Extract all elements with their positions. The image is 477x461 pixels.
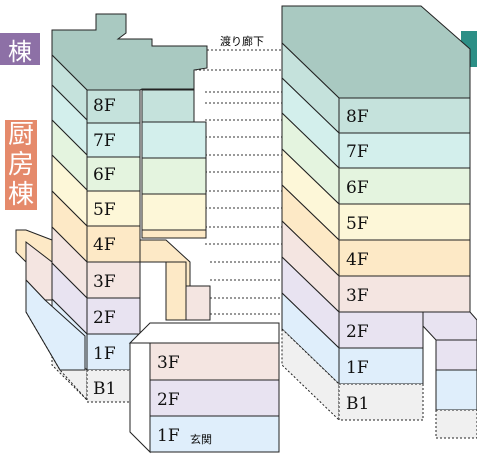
right-floor-3f: 3F [346,286,369,306]
right-floor-4f: 4F [346,250,369,270]
kitchen-label-char-3: 棟 [5,180,37,210]
right-building [281,5,477,439]
annex-floor-2f: 2F [157,390,180,410]
right-floor-2f: 2F [346,322,369,342]
left-floor-7f: 7F [93,131,116,151]
kitchen-label-char-1: 厨 [5,120,37,150]
right-floor-8f: 8F [346,107,369,127]
left-floor-8f: 8F [93,96,116,116]
right-floor-1f: 1F [346,358,369,378]
right-floor-6f: 6F [346,178,369,198]
right-floor-7f: 7F [346,142,369,162]
entrance-label: 玄関 [190,432,212,446]
left-floor-3f: 3F [93,272,116,292]
kitchen-building-label: 厨 房 棟 [5,120,37,210]
annex-building [128,322,280,454]
annex-floor-labels: 3F 2F 1F [157,353,180,446]
annex-floor-1f: 1F [157,426,180,446]
left-building-floor-labels: 8F 7F 6F 5F 4F 3F 2F 1F B1 [93,96,116,399]
left-floor-4f: 4F [93,235,116,255]
left-floor-6f: 6F [93,165,116,185]
right-floor-b1: B1 [346,394,369,414]
corridor-lines [195,49,300,315]
left-building-tag-text: 棟 [8,37,32,66]
left-floor-2f: 2F [93,308,116,328]
left-wing [15,229,88,401]
right-building-floor-labels: 8F 7F 6F 5F 4F 3F 2F 1F B1 [346,107,369,414]
left-floor-1f: 1F [93,344,116,364]
corridor-label: 渡り廊下 [220,34,264,48]
kitchen-label-char-2: 房 [5,150,37,180]
annex-floor-3f: 3F [157,353,180,373]
right-floor-5f: 5F [346,214,369,234]
left-floor-b1: B1 [93,379,116,399]
left-floor-5f: 5F [93,200,116,220]
left-building-tag: 棟 [0,33,40,66]
